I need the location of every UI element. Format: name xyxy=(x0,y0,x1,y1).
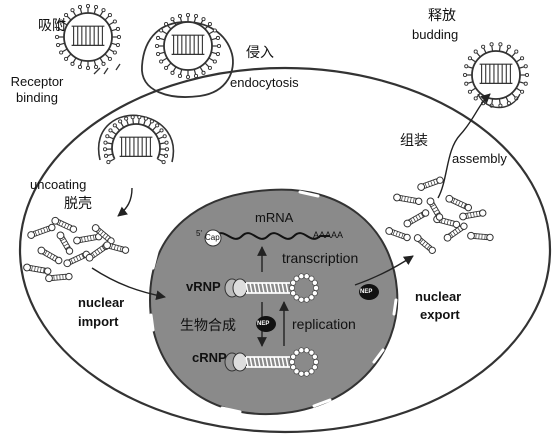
virion-endocytosis xyxy=(141,12,234,98)
receptor-binding-cn-label: 吸附 xyxy=(38,17,66,33)
cap-label: Cap xyxy=(205,233,220,242)
nuclear-import-label-1: nuclear xyxy=(78,295,125,310)
virion-receptor-binding xyxy=(54,3,122,75)
cytoplasmic-rnps-incoming xyxy=(23,216,130,283)
virion-budding xyxy=(462,42,530,109)
nuclear-export-arrow xyxy=(354,255,414,286)
replication-label: replication xyxy=(292,316,356,332)
synthesis-cn-label: 生物合成 xyxy=(180,317,236,333)
receptor-binding-en-label-1: Receptor xyxy=(10,74,64,89)
mrna-label: mRNA xyxy=(255,210,294,225)
transcription-label: transcription xyxy=(282,250,359,266)
five-prime-label: 5' xyxy=(196,229,202,238)
assembly-arrow xyxy=(437,93,491,199)
nep-label-export: NEP xyxy=(360,289,373,295)
budding-en-label: budding xyxy=(412,27,459,42)
nuclear-export-label-2: export xyxy=(420,307,460,322)
polya-label: AAAAA xyxy=(313,230,344,240)
crnp-label: cRNP xyxy=(192,350,227,365)
nuclear-export-label-1: nuclear xyxy=(415,289,462,304)
vrnp-label: vRNP xyxy=(186,279,221,294)
nep-marker-replication xyxy=(256,316,276,332)
nep-marker-export xyxy=(359,284,379,300)
crnp-complex xyxy=(224,347,319,377)
virion-uncoating xyxy=(97,114,175,165)
endocytosis-cn-label: 侵入 xyxy=(246,44,274,60)
mrna-strand xyxy=(204,229,330,247)
nep-label-replication: NEP xyxy=(257,321,270,327)
assembly-cn-label: 组装 xyxy=(400,132,428,148)
uncoating-cn-label: 脱壳 xyxy=(64,195,92,211)
assembly-en-label: assembly xyxy=(452,151,507,166)
receptor-binding-en-label-2: binding xyxy=(16,90,58,105)
cytoplasmic-rnps-outgoing xyxy=(385,176,494,254)
endocytosis-en-label: endocytosis xyxy=(230,75,299,90)
host-cell-membrane xyxy=(18,66,552,434)
uncoating-arrow xyxy=(117,187,133,217)
uncoating-en-label: uncoating xyxy=(30,177,87,192)
budding-cn-label: 释放 xyxy=(428,7,456,23)
vrnp-complex xyxy=(224,273,319,303)
nuclear-import-arrow xyxy=(91,267,166,301)
nuclear-import-label-2: import xyxy=(78,314,119,329)
